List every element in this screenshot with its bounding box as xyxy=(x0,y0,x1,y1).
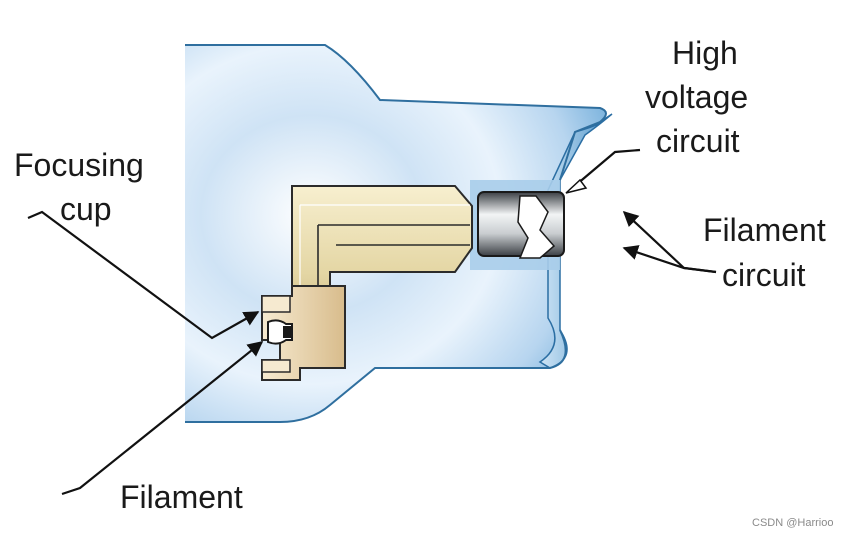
label-filament-circuit-line2: circuit xyxy=(722,257,806,293)
label-high-voltage-line2: voltage xyxy=(645,79,748,115)
filament-coil xyxy=(267,319,293,345)
label-high-voltage-line3: circuit xyxy=(656,123,740,159)
watermark: CSDN @Harrioo xyxy=(752,517,833,529)
label-focusing-cup-line1: Focusing xyxy=(14,147,144,183)
label-high-voltage-line1: High xyxy=(672,35,738,71)
leader-lines xyxy=(27,148,717,496)
label-filament: Filament xyxy=(120,479,243,515)
label-filament-circuit-line1: Filament xyxy=(703,212,826,248)
filament-socket xyxy=(477,191,565,259)
high-voltage-arrowhead xyxy=(565,178,588,194)
label-focusing-cup-line2: cup xyxy=(60,191,112,227)
